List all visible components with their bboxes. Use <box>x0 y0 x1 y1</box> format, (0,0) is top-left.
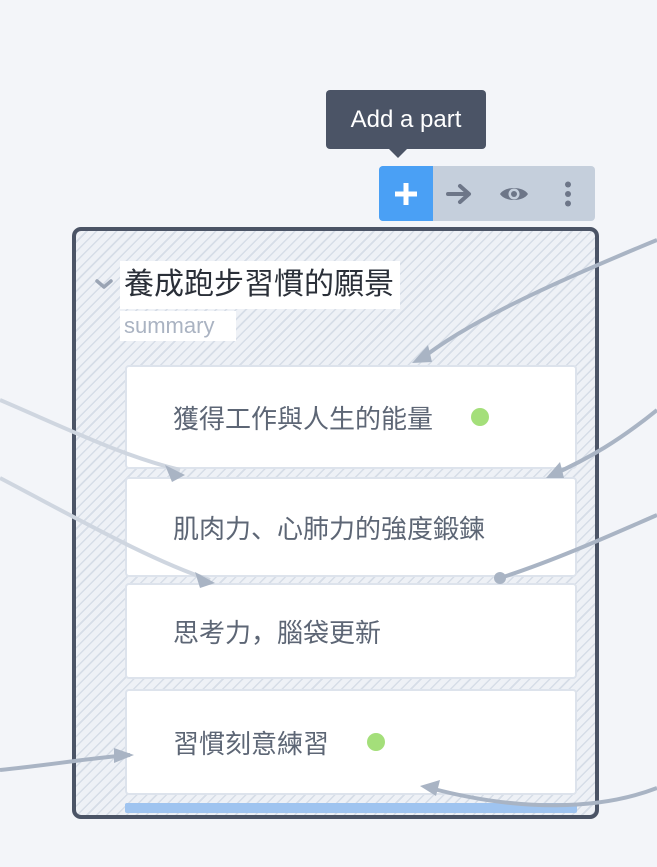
part-item[interactable]: 思考力，腦袋更新 <box>125 583 577 679</box>
add-part-tooltip: Add a part <box>326 90 486 158</box>
part-label: 習慣刻意練習 <box>173 729 330 760</box>
chevron-down-icon[interactable] <box>94 277 114 291</box>
part-item[interactable]: 肌肉力、心肺力的強度鍛鍊 <box>125 477 577 577</box>
plus-icon <box>395 182 417 205</box>
connect-button[interactable] <box>433 166 487 221</box>
part-item[interactable]: 習慣刻意練習 <box>125 689 577 795</box>
part-label: 獲得工作與人生的能量 <box>173 404 434 435</box>
add-part-dropzone[interactable] <box>125 803 577 813</box>
part-label: 肌肉力、心肺力的強度鍛鍊 <box>173 514 486 545</box>
node-toolbar <box>379 166 595 221</box>
part-label: 思考力，腦袋更新 <box>173 618 382 649</box>
part-item[interactable]: 獲得工作與人生的能量 <box>125 365 577 469</box>
more-vertical-icon <box>565 181 571 206</box>
preview-button[interactable] <box>487 166 541 221</box>
card-subtitle[interactable]: summary <box>120 311 237 341</box>
card-title[interactable]: 養成跑步習慣的願景 <box>120 261 400 309</box>
status-dot <box>471 408 490 426</box>
eye-icon <box>500 187 528 200</box>
arrow-right-icon <box>446 183 471 204</box>
add-part-button[interactable] <box>379 166 433 221</box>
more-options-button[interactable] <box>541 166 595 221</box>
status-dot <box>367 733 386 751</box>
summary-card[interactable]: 養成跑步習慣的願景 summary 獲得工作與人生的能量 肌肉力、心肺力的強度鍛… <box>72 227 599 819</box>
